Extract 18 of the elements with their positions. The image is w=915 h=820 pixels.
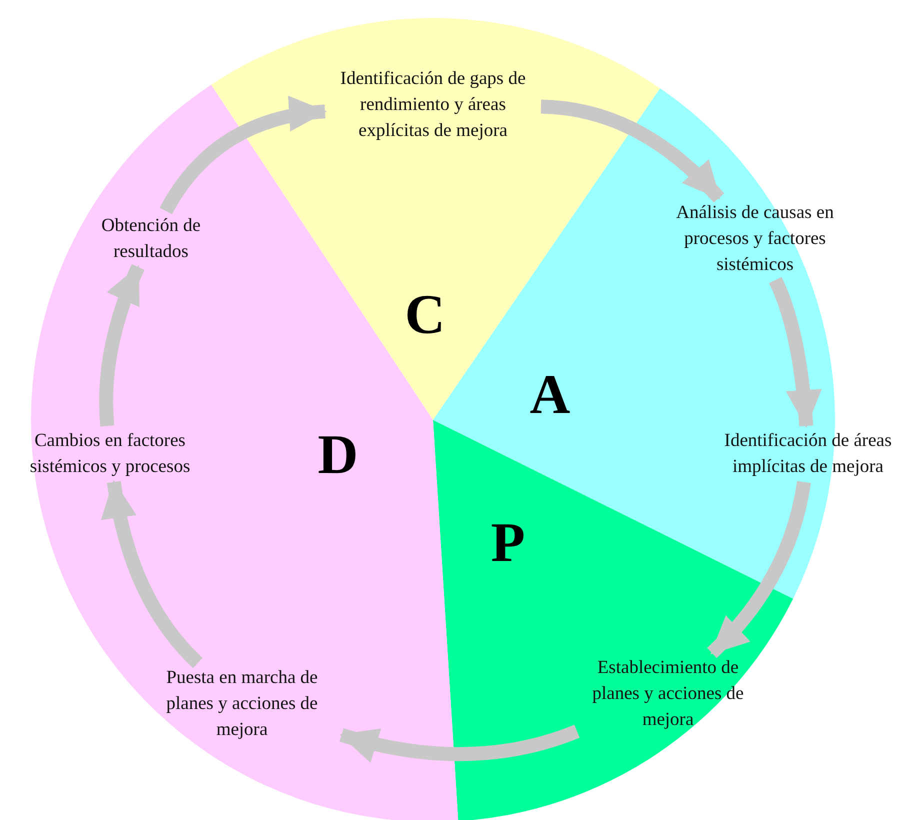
step-label: Obtención de resultados	[86, 213, 216, 265]
step-label: Identificación de gaps de rendimiento y áreas explícitas de mejora	[327, 66, 539, 144]
cycle-arrow	[340, 724, 580, 762]
step-label: Análisis de causas en procesos y factores sistémicos	[658, 200, 852, 278]
phase-letter: A	[530, 367, 570, 423]
cycle-arrow	[160, 96, 327, 214]
cycle-arrow	[102, 480, 203, 668]
step-label: Establecimiento de planes y acciones de mejora	[579, 655, 757, 733]
cycle-arrow	[706, 480, 811, 658]
cycle-arrow	[99, 264, 145, 426]
phase-letter: C	[404, 287, 446, 343]
step-label: Puesta en marcha de planes y acciones de mejora	[144, 665, 340, 743]
phase-letter: D	[318, 427, 358, 483]
phase-letter: P	[490, 515, 526, 571]
cycle-arrow	[768, 277, 822, 428]
step-label: Cambios en factores sistémicos y procesos	[10, 428, 210, 480]
step-label: Identificación de áreas implícitas de mejora	[708, 428, 908, 480]
cycle-arrow	[540, 100, 724, 203]
